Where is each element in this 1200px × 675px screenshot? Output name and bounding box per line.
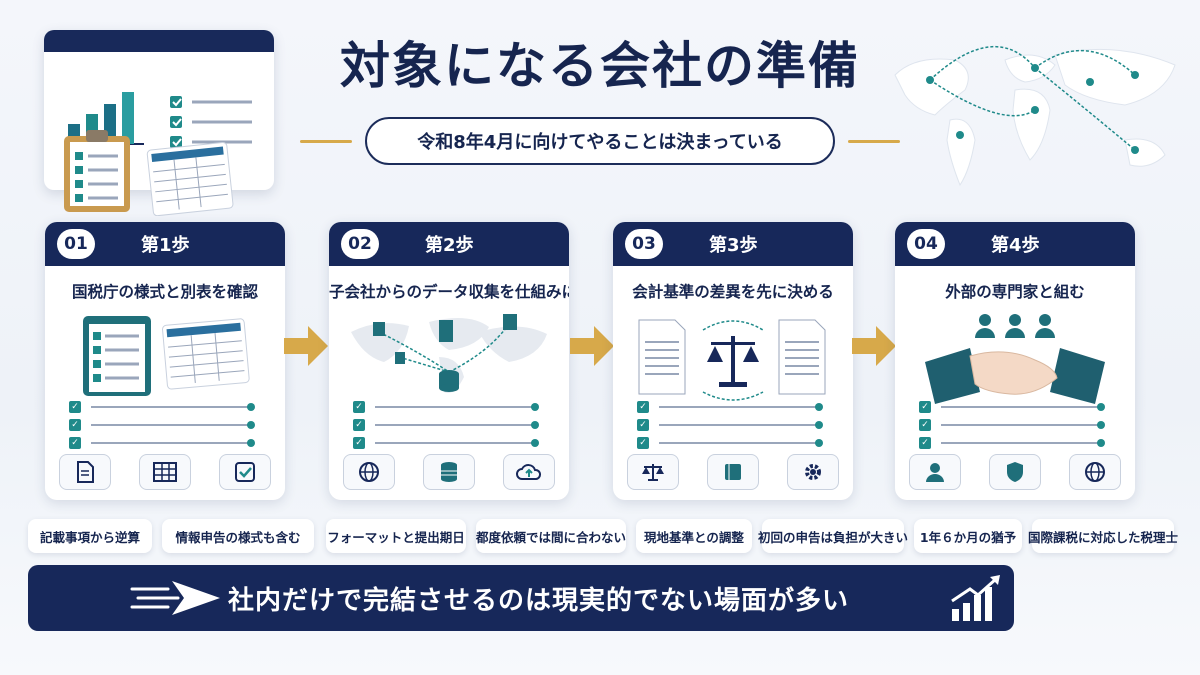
tag-item: 国際課税に対応した税理士 (1028, 519, 1178, 553)
step-card-2: 02 第2歩 子会社からのデータ収集を仕組みに ✓ ✓ ✓ (329, 222, 569, 500)
subtitle-group: 令和8年4月に向けてやることは決まっている (300, 117, 900, 165)
arrow-right-icon (570, 326, 614, 366)
table-icon (139, 454, 191, 490)
step-number: 02 (341, 229, 379, 259)
step-card-4: 04 第4歩 外部の専門家と組む ✓ ✓ ✓ (895, 222, 1135, 500)
world-map-icon (894, 46, 1176, 187)
step-header: 03 第3歩 (613, 222, 853, 266)
step-card-1: 01 第1歩 国税庁の様式と別表を確認 ✓ ✓ ✓ (45, 222, 285, 500)
checklist: ✓ ✓ ✓ (69, 398, 269, 452)
checklist: ✓ ✓ ✓ (637, 398, 837, 452)
step-header: 02 第2歩 (329, 222, 569, 266)
document-icon (59, 454, 111, 490)
tag-item: 現地基準との調整 (636, 519, 752, 553)
step-title: 会計基準の差異を先に決める (632, 283, 834, 301)
global-data-map-icon (351, 314, 547, 393)
step-number: 03 (625, 229, 663, 259)
scale-icon (627, 454, 679, 490)
clipboard-icon (64, 130, 130, 212)
handshake-icon (925, 314, 1105, 404)
step-card-3: 03 第3歩 会計基準の差異を先に決める ✓ ✓ ✓ (613, 222, 853, 500)
speed-arrow-icon (130, 581, 220, 615)
step-label: 第2歩 (425, 235, 474, 256)
step-number: 01 (57, 229, 95, 259)
tag-item: 記載事項から逆算 (28, 519, 152, 553)
step-number: 04 (907, 229, 945, 259)
checkbox-icon (219, 454, 271, 490)
arrow-right-icon (852, 326, 896, 366)
step-label: 第1歩 (141, 235, 190, 256)
banner-message: 社内だけで完結させるのは現実的でない場面が多い (228, 585, 850, 616)
step-label: 第4歩 (991, 235, 1040, 256)
gear-icon (787, 454, 839, 490)
globe-icon (1069, 454, 1121, 490)
clipboard-spreadsheet-icon (83, 316, 250, 396)
step-title: 子会社からのデータ収集を仕組みに (329, 283, 569, 301)
tag-item: フォーマットと提出期日 (326, 519, 466, 553)
arrow-right-icon (284, 326, 328, 366)
page-title: 対象になる会社の準備 (340, 37, 860, 95)
step-header: 01 第1歩 (45, 222, 285, 266)
step-title: 国税庁の様式と別表を確認 (71, 283, 258, 301)
step-label: 第3歩 (709, 235, 758, 256)
shield-icon (989, 454, 1041, 490)
checklist: ✓ ✓ ✓ (353, 398, 553, 452)
step-header: 04 第4歩 (895, 222, 1135, 266)
subtitle-left-line (300, 140, 352, 143)
subtitle-pill: 令和8年4月に向けてやることは決まっている (365, 117, 835, 165)
balance-scale-documents-icon (638, 319, 826, 401)
database-icon (423, 454, 475, 490)
tag-item: 情報申告の様式も含む (162, 519, 314, 553)
step-title: 外部の専門家と組む (945, 283, 1085, 301)
person-icon (909, 454, 961, 490)
subtitle-right-line (848, 140, 900, 143)
tag-item: 都度依頼では間に合わない (476, 519, 626, 553)
cloud-upload-icon (503, 454, 555, 490)
tag-item: 1年６か月の猶予 (914, 519, 1022, 553)
growth-chart-icon (951, 575, 1000, 621)
globe-icon (343, 454, 395, 490)
checklist: ✓ ✓ ✓ (919, 398, 1119, 452)
tag-item: 初回の申告は負担が大きい (758, 519, 908, 553)
spreadsheet-icon (146, 141, 234, 216)
bottom-banner: 社内だけで完結させるのは現実的でない場面が多い (28, 565, 1014, 631)
book-icon (707, 454, 759, 490)
